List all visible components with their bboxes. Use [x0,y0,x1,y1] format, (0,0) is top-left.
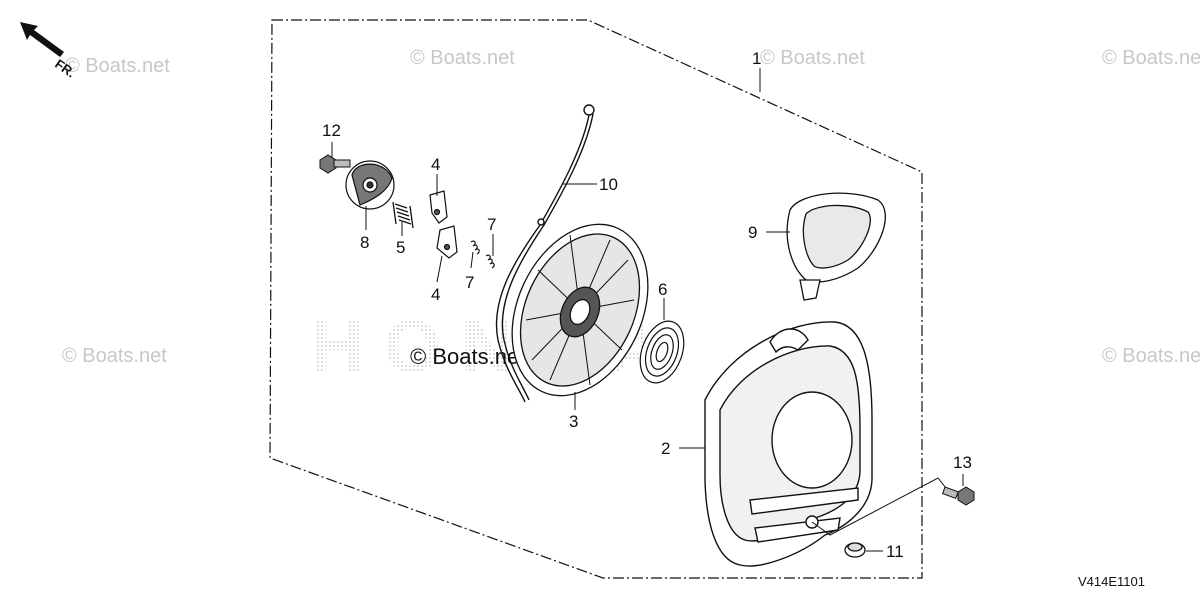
part-12-bolt [319,154,351,174]
callout-13: 13 [953,453,972,472]
part-10-rope [495,104,595,403]
part-2-starter-case [704,321,873,567]
callout-9: 9 [748,223,757,242]
callout-1: 1 [752,49,761,68]
part-11-grommet [844,542,866,558]
callout-12: 12 [322,121,341,140]
part-13-bolt [941,486,975,506]
callout-7-upper: 7 [487,215,496,234]
watermark: © Boats.net [1102,345,1200,367]
callout-7-lower: 7 [465,273,474,292]
callouts: 1 2 3 4 4 5 6 7 7 8 9 10 11 12 13 [322,49,972,561]
assembly-boundary [269,19,923,579]
part-4-pawl-lower [436,225,458,259]
part-6-spiral-spring [639,320,685,384]
callout-5: 5 [396,238,405,257]
callout-8: 8 [360,233,369,252]
watermark: © Boats.net [62,345,167,367]
callout-10: 10 [599,175,618,194]
callout-11: 11 [886,542,904,561]
part-5-spring [392,201,414,229]
leader-lines [331,68,964,552]
watermark: © Boats.net [65,55,170,77]
watermark: © Boats.net [760,47,865,69]
part-3-reel [511,223,649,397]
part-8-ratchet [345,160,395,210]
watermark: © Boats.net [410,47,515,69]
callout-2: 2 [661,439,670,458]
watermark: © Boats.net [1102,47,1200,69]
drawing-code: V414E1101 [1078,574,1145,589]
part-7-spring-upper [470,240,480,255]
part-7-spring-lower [485,254,495,269]
part-4-pawl-upper [429,190,448,224]
part-9-handle [786,192,886,301]
front-direction-arrow-icon: FR. [20,22,78,80]
callout-6: 6 [658,280,667,299]
callout-4-lower: 4 [431,285,440,304]
callout-4-upper: 4 [431,155,440,174]
watermark-center: © Boats.net [410,344,525,369]
callout-3: 3 [569,412,578,431]
